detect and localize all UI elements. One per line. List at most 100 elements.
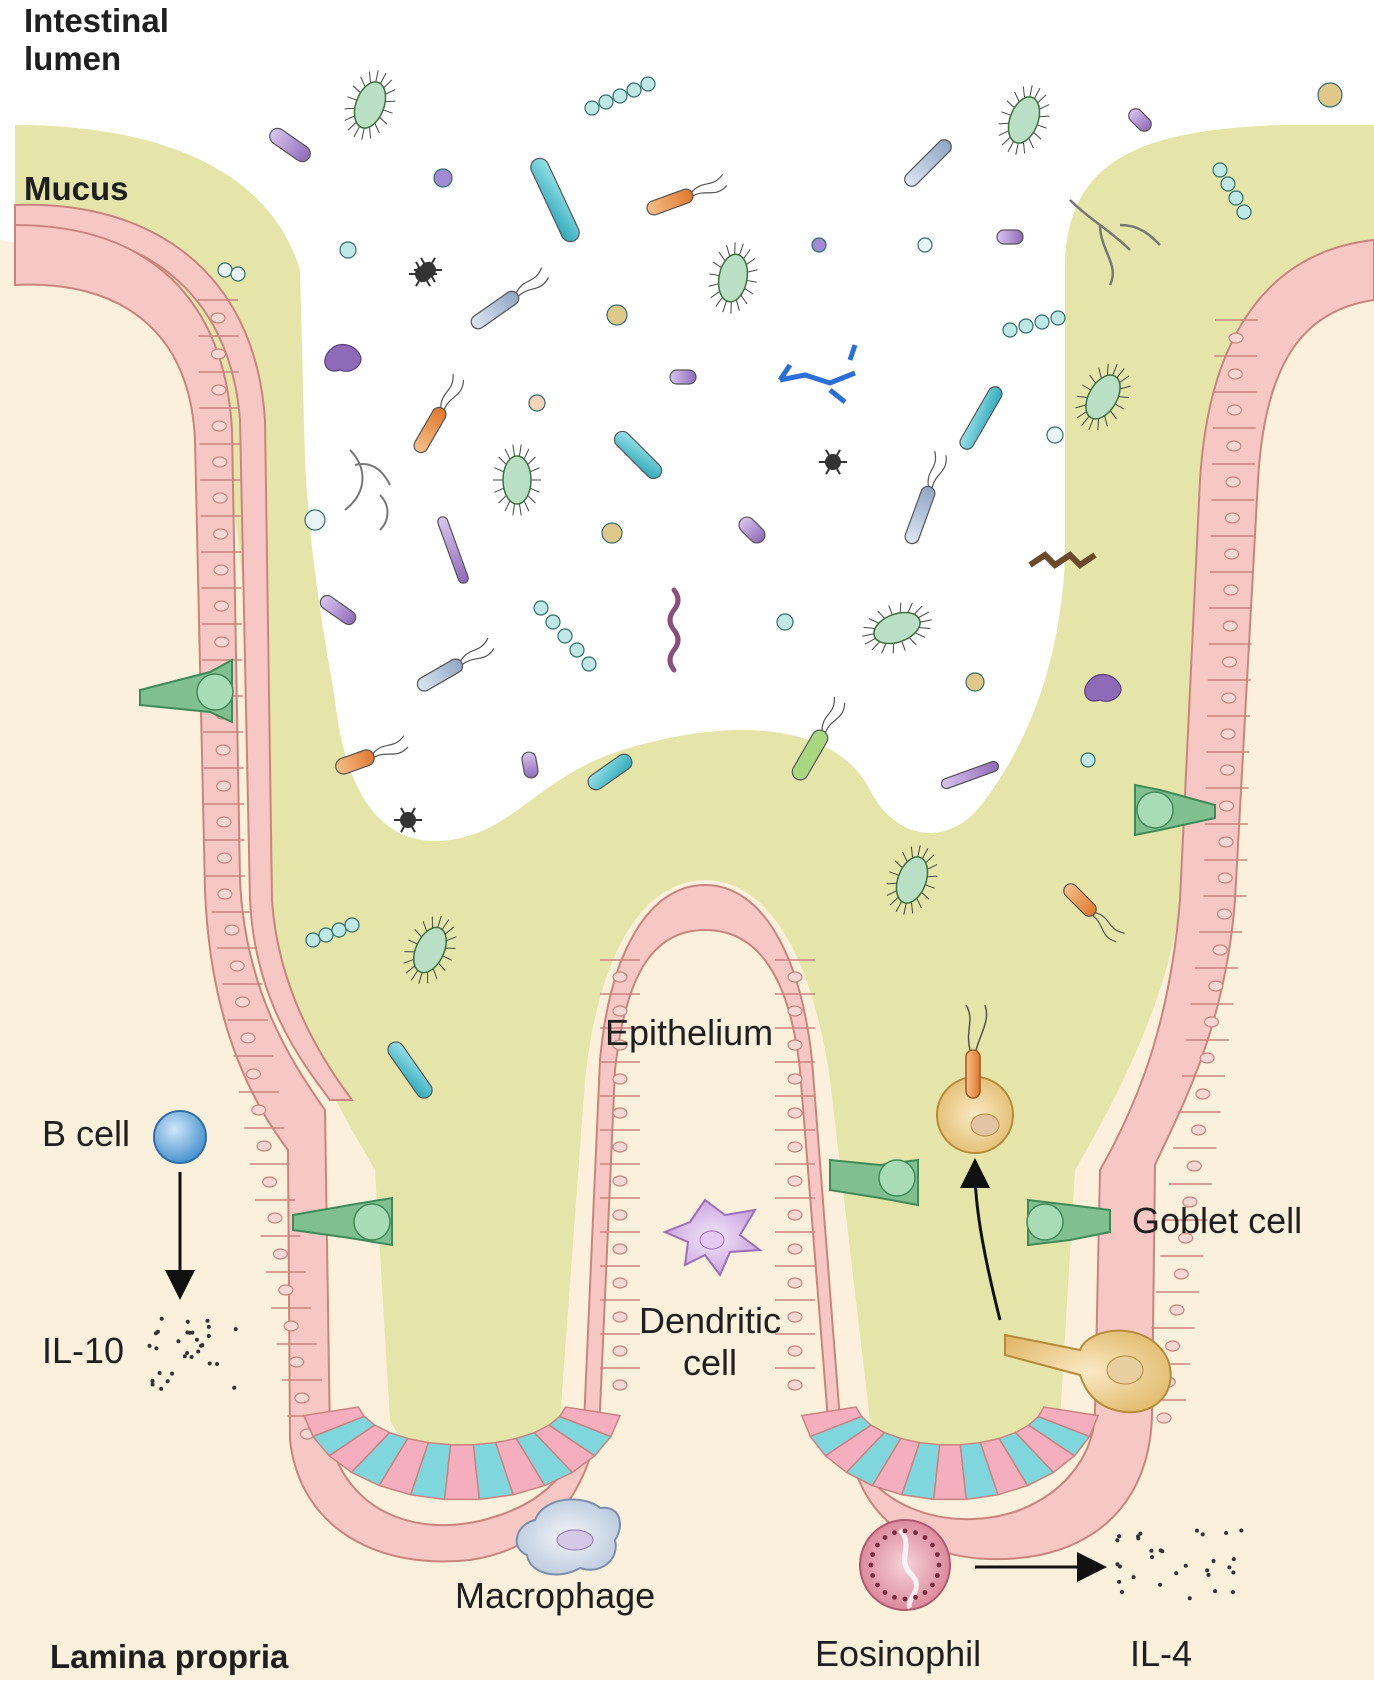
nucleus — [788, 1006, 802, 1016]
cytokine-dot — [151, 1382, 155, 1386]
bacterium-coccus-icon — [812, 238, 826, 252]
nucleus — [241, 1033, 255, 1043]
nucleus — [1222, 693, 1236, 703]
nucleus — [1187, 1161, 1201, 1171]
cytokine-dot — [1159, 1548, 1163, 1552]
granule — [892, 1530, 897, 1535]
cytokine-dot — [183, 1354, 187, 1358]
nucleus — [1213, 945, 1227, 955]
cytokine-dot — [154, 1346, 158, 1350]
nucleus — [613, 972, 627, 982]
bacterium-coccus-icon — [777, 614, 793, 630]
nucleus — [1224, 585, 1238, 595]
nucleus — [1223, 621, 1237, 631]
nucleus — [1225, 549, 1239, 559]
bacterium-coccus-icon — [305, 510, 325, 530]
cytokine-dot — [1224, 1531, 1228, 1535]
cytokine-dot — [1136, 1536, 1140, 1540]
nucleus — [788, 1176, 802, 1186]
nucleus — [216, 745, 230, 755]
cytokine-dot — [1118, 1565, 1122, 1569]
label-dendritic-cell: Dendritic cell — [620, 1300, 800, 1384]
nucleus — [211, 313, 225, 323]
granule — [923, 1590, 928, 1595]
cytokine-dot — [188, 1331, 192, 1335]
cytokine-dot — [195, 1338, 199, 1342]
cytokine-dot — [185, 1351, 189, 1355]
nucleus — [246, 1069, 260, 1079]
nucleus — [788, 1142, 802, 1152]
cytokine-dot — [1132, 1575, 1136, 1579]
granule — [883, 1535, 888, 1540]
cytokine-dot — [150, 1379, 154, 1383]
bacterium-coccus-icon — [1318, 83, 1342, 107]
nucleus — [1220, 765, 1234, 775]
bacterium-coccus-icon — [1081, 753, 1095, 767]
nucleus — [225, 925, 239, 935]
nucleus — [788, 1278, 802, 1288]
granule — [869, 1563, 874, 1568]
bacterium-rod-icon — [670, 370, 696, 384]
cytokine-dot — [1239, 1529, 1243, 1533]
nucleus — [613, 1210, 627, 1220]
nucleus — [1228, 405, 1242, 415]
cytokine-dot — [1212, 1559, 1216, 1563]
nucleus — [1229, 333, 1243, 343]
bacterium-coccus-icon — [1047, 427, 1063, 443]
nucleus — [1196, 1089, 1210, 1099]
nucleus — [212, 421, 226, 431]
label-lamina-propria: Lamina propria — [50, 1638, 288, 1676]
granule — [935, 1552, 940, 1557]
bacterium-coccus-icon — [607, 305, 627, 325]
cytokine-dot — [1201, 1532, 1205, 1536]
granule — [913, 1595, 918, 1600]
nucleus — [1217, 909, 1231, 919]
cytokine-dot — [1184, 1564, 1188, 1568]
cytokine-dot — [1149, 1549, 1153, 1553]
nucleus — [613, 1142, 627, 1152]
nucleus — [788, 1244, 802, 1254]
nucleus — [212, 385, 226, 395]
nucleus — [284, 1321, 298, 1331]
nucleus — [1226, 477, 1240, 487]
cytokine-dot — [159, 1387, 163, 1391]
cytokine-dot — [1117, 1580, 1121, 1584]
bacterium-coccus-icon — [918, 238, 932, 252]
label-epithelium: Epithelium — [605, 1012, 773, 1054]
bacterium-coccus-icon — [231, 267, 245, 281]
granule — [937, 1563, 942, 1568]
granule — [870, 1552, 875, 1557]
cytokine-dot — [170, 1372, 174, 1376]
cytokine-dot — [1207, 1573, 1211, 1577]
label-mucus: Mucus — [24, 170, 129, 208]
cytokine-dot — [176, 1339, 180, 1343]
cytokine-dot — [166, 1379, 170, 1383]
nucleus — [1174, 1269, 1188, 1279]
nucleus — [1166, 1341, 1180, 1351]
label-b-cell: B cell — [42, 1113, 130, 1155]
cytokine-dot — [1227, 1565, 1231, 1569]
label-il10: IL-10 — [42, 1330, 124, 1372]
nucleus — [217, 817, 231, 827]
cytokine-dot — [1205, 1568, 1209, 1572]
cytokine-dot — [1117, 1534, 1121, 1538]
granule — [930, 1543, 935, 1548]
nucleus — [215, 637, 229, 647]
granule — [913, 1530, 918, 1535]
granule — [875, 1543, 880, 1548]
nucleus — [1218, 873, 1232, 883]
nucleus — [279, 1285, 293, 1295]
label-macrophage: Macrophage — [455, 1575, 655, 1617]
cytokine-dot — [1150, 1555, 1154, 1559]
cytokine-dot — [160, 1317, 164, 1321]
nucleus — [788, 1108, 802, 1118]
cytokine-dot — [234, 1327, 238, 1331]
nucleus — [788, 1210, 802, 1220]
cytokine-dot — [158, 1371, 162, 1375]
cytokine-dot — [232, 1386, 236, 1390]
bacterium-coccus-icon — [340, 242, 356, 258]
nucleus — [613, 1108, 627, 1118]
nucleus — [613, 1074, 627, 1084]
cytokine-dot — [196, 1350, 200, 1354]
